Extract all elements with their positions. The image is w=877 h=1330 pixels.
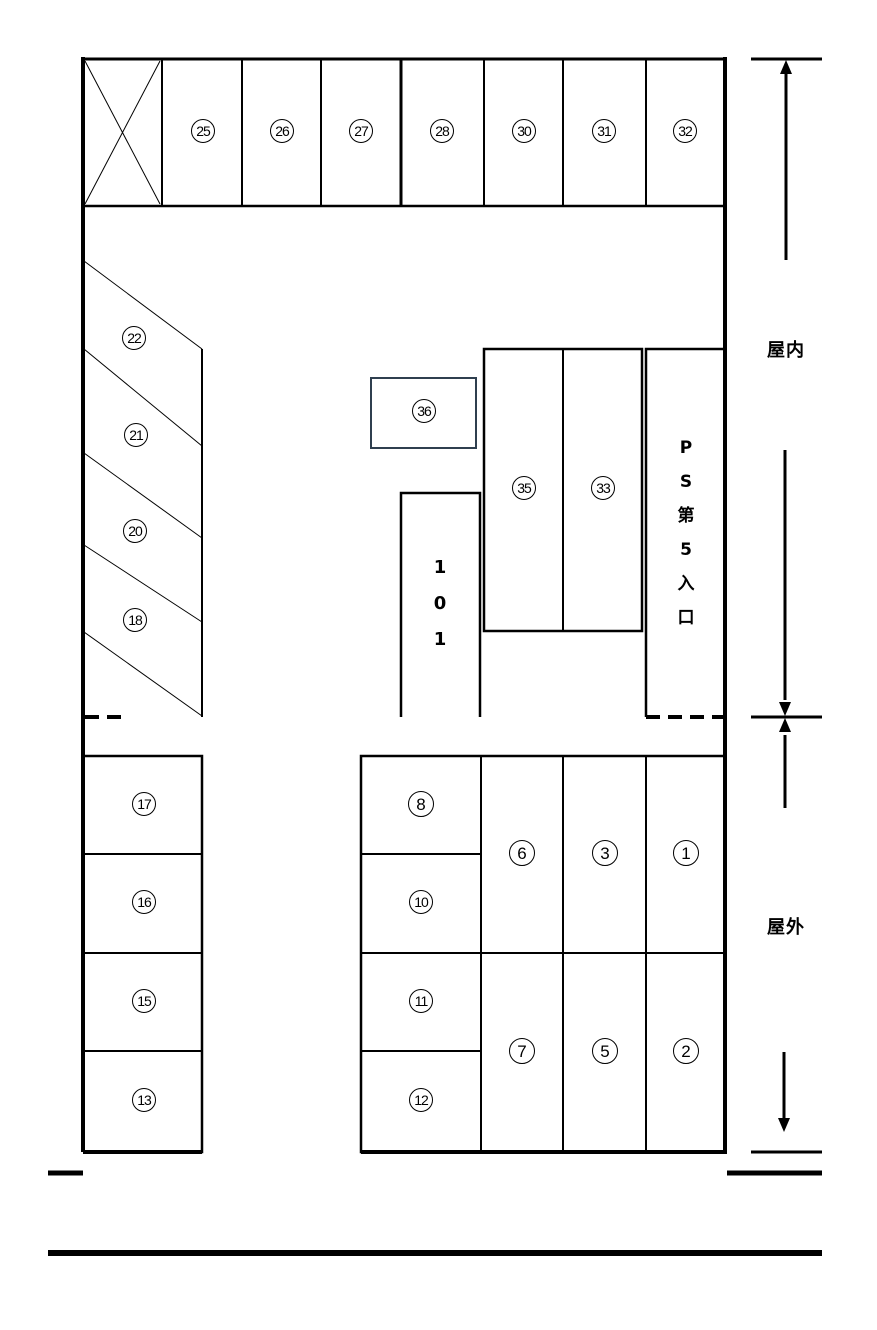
ps-entrance-char: S <box>679 472 693 492</box>
ps-entrance-char: 5 <box>680 540 692 560</box>
spot-number: 35 <box>512 476 536 500</box>
spot-7-label: 7 <box>509 1038 535 1064</box>
room-101-label: 1 0 1 <box>434 557 447 651</box>
spot-18-label: 18 <box>123 608 147 632</box>
ps-entrance-char: 入 <box>677 574 695 594</box>
ps-entrance-char: 口 <box>677 608 695 628</box>
spot-21-label: 21 <box>124 423 148 447</box>
spot-15-label: 15 <box>132 989 156 1013</box>
spot-33-label: 33 <box>591 476 615 500</box>
spot-number: 27 <box>349 119 373 143</box>
spot-8-label: 8 <box>408 791 434 817</box>
ps-entrance-char: 第 <box>677 506 695 526</box>
arrow-up-icon <box>779 718 791 732</box>
spot-number: 16 <box>132 890 156 914</box>
arrow-down-icon <box>779 702 791 716</box>
zone-outdoor-label: 屋外 <box>767 917 805 938</box>
spot-number: 2 <box>673 1038 699 1064</box>
spot-28-label: 28 <box>430 119 454 143</box>
spot-number: 31 <box>592 119 616 143</box>
spot-number: 32 <box>673 119 697 143</box>
spot-number: 15 <box>132 989 156 1013</box>
spot-number: 6 <box>509 840 535 866</box>
room-101-char: 1 <box>433 557 447 578</box>
spot-number: 33 <box>591 476 615 500</box>
spot-number: 5 <box>592 1038 618 1064</box>
spot-number: 17 <box>132 792 156 816</box>
spot-number: 1 <box>673 840 699 866</box>
spot-16-label: 16 <box>132 890 156 914</box>
arrow-down-icon <box>778 1118 790 1132</box>
ps-entrance-label: P S 第 5 入 口 <box>678 437 695 629</box>
spot-3-label: 3 <box>592 840 618 866</box>
zone-indoor-label: 屋内 <box>767 340 805 361</box>
spot-31-label: 31 <box>592 119 616 143</box>
spot-number: 21 <box>124 423 148 447</box>
spot-30-label: 30 <box>512 119 536 143</box>
spot-number: 10 <box>409 890 433 914</box>
spot-number: 11 <box>409 989 433 1013</box>
spot-35-label: 35 <box>512 476 536 500</box>
spot-number: 13 <box>132 1088 156 1112</box>
spot-36-box <box>370 377 477 449</box>
diagonal-spot-lines <box>83 260 203 717</box>
spot-13-label: 13 <box>132 1088 156 1112</box>
ps-entrance-char: P <box>679 438 693 458</box>
dimension-markers <box>751 57 822 1154</box>
spot-number: 22 <box>122 326 146 350</box>
spot-32-label: 32 <box>673 119 697 143</box>
room-101-char: 1 <box>433 629 447 650</box>
arrowheads <box>778 60 792 1132</box>
spot-2-label: 2 <box>673 1038 699 1064</box>
spot-11-label: 11 <box>409 989 433 1013</box>
bottom-left-dividers <box>83 853 202 1052</box>
spot-number: 26 <box>270 119 294 143</box>
ps-entrance-outline <box>644 347 725 717</box>
top-row-dividers <box>161 59 647 206</box>
room-101-char: 0 <box>433 593 447 614</box>
spot-25-label: 25 <box>191 119 215 143</box>
spot-number: 3 <box>592 840 618 866</box>
spot-number: 30 <box>512 119 536 143</box>
spot-number: 7 <box>509 1038 535 1064</box>
spot-number: 8 <box>408 791 434 817</box>
spot-26-label: 26 <box>270 119 294 143</box>
room-101-outline <box>399 491 482 717</box>
spot-number: 20 <box>123 519 147 543</box>
bottom-grid-dividers <box>361 756 725 1152</box>
spot-20-label: 20 <box>123 519 147 543</box>
spot-22-label: 22 <box>122 326 146 350</box>
spot-number: 36 <box>412 399 436 423</box>
spot-number: 28 <box>430 119 454 143</box>
blocked-space-x-icon <box>84 60 161 205</box>
spot-36-label: 36 <box>412 399 436 423</box>
spot-1-label: 1 <box>673 840 699 866</box>
spot-5-label: 5 <box>592 1038 618 1064</box>
arrow-up-icon <box>780 60 792 74</box>
spot-12-label: 12 <box>409 1088 433 1112</box>
spot-17-label: 17 <box>132 792 156 816</box>
spot-number: 18 <box>123 608 147 632</box>
spot-number: 12 <box>409 1088 433 1112</box>
spot-6-label: 6 <box>509 840 535 866</box>
spot-number: 25 <box>191 119 215 143</box>
spot-10-label: 10 <box>409 890 433 914</box>
spot-27-label: 27 <box>349 119 373 143</box>
